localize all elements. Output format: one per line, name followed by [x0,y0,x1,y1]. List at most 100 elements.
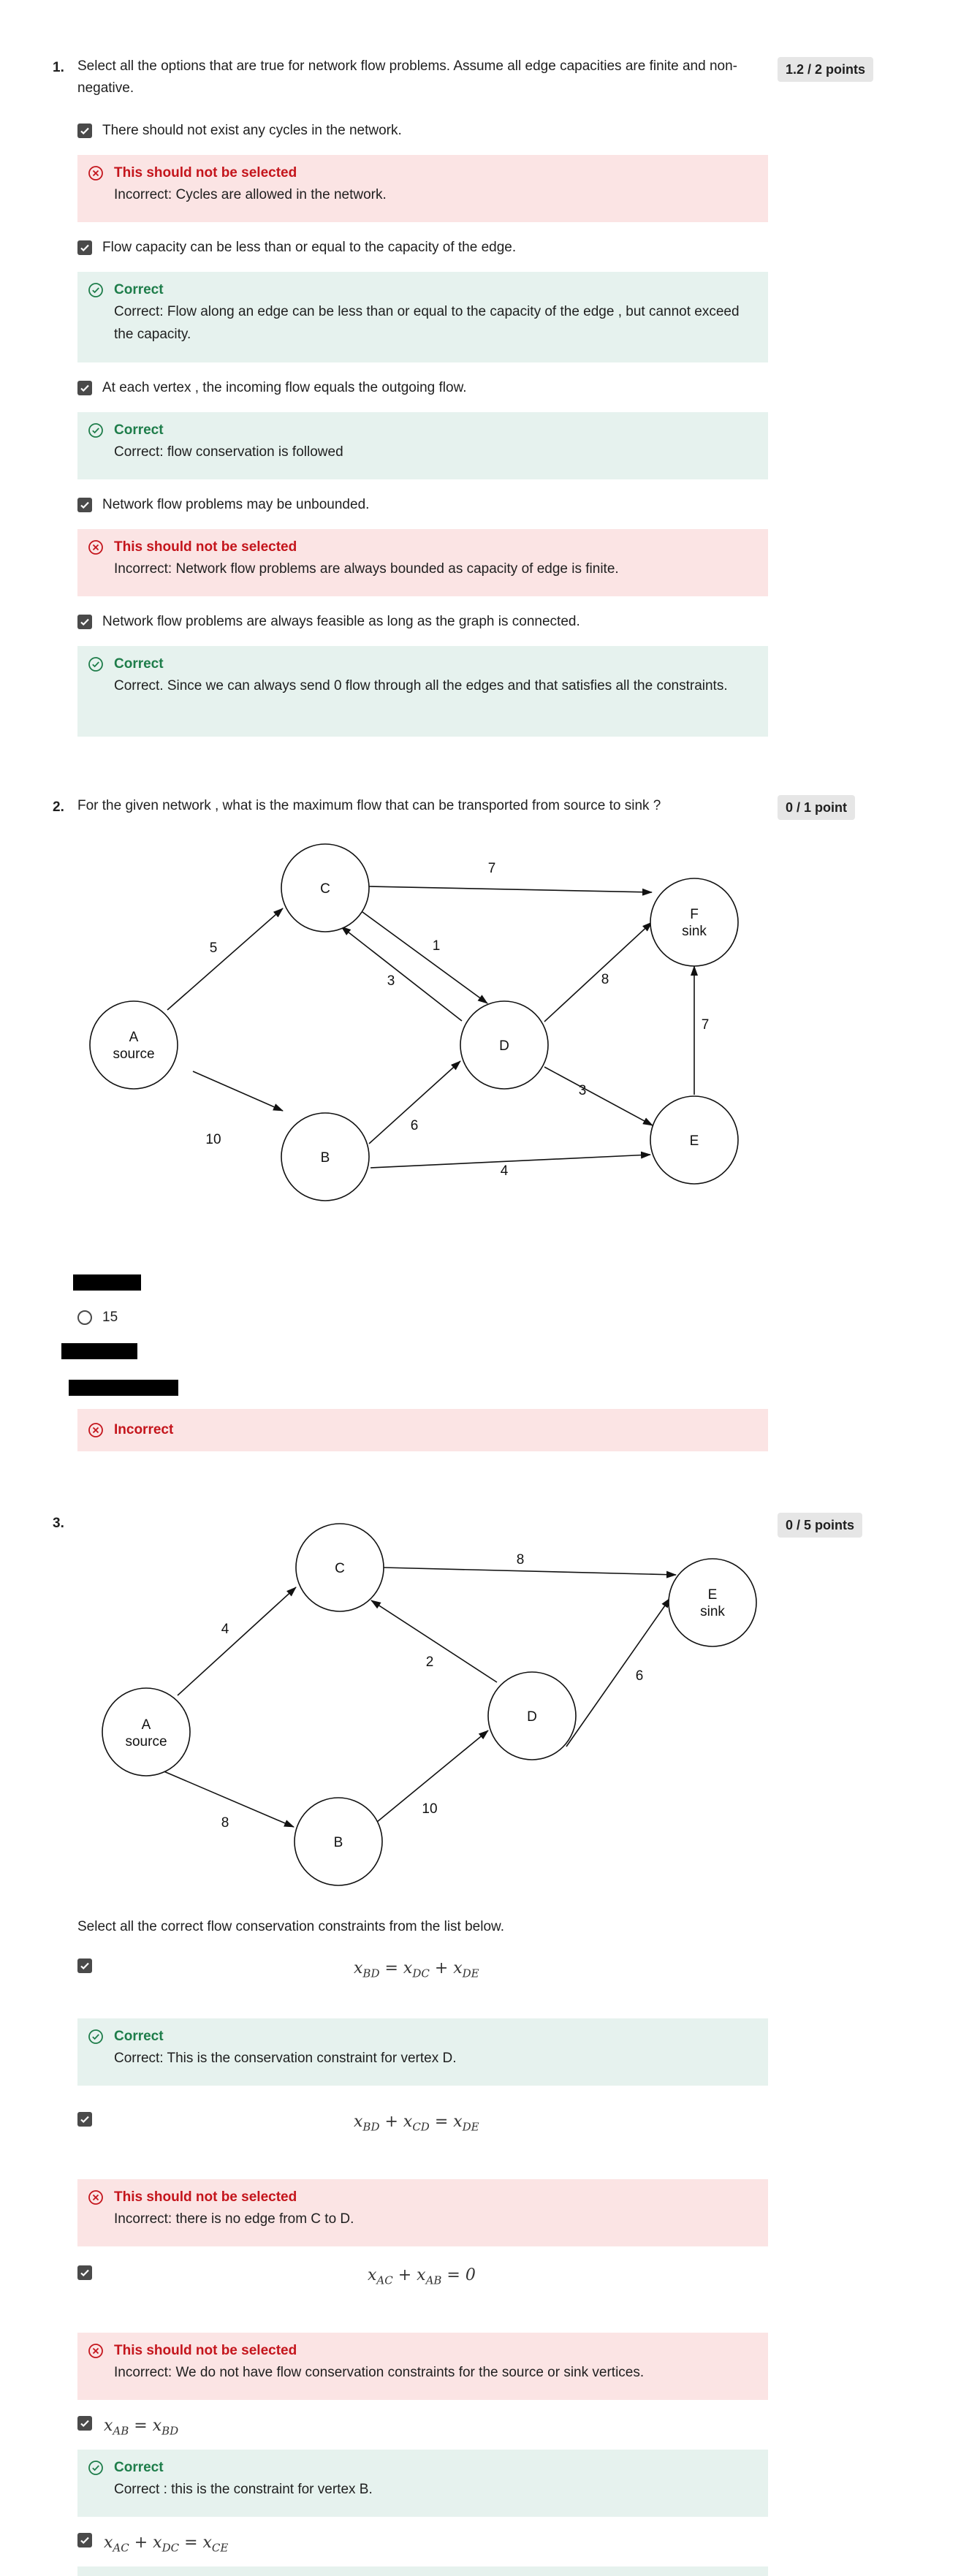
checkbox[interactable] [77,2533,92,2547]
equation: xAC + xAB = 0 [368,2266,476,2287]
check-circle-icon [88,657,103,672]
feedback-panel [77,2566,768,2576]
x-circle-icon [88,2190,103,2205]
graph-edge [177,1587,297,1696]
checkmark-icon [80,2116,89,2124]
feedback-title: Correct [114,422,164,438]
feedback-panel: Correct Correct: Flow along an edge can … [77,272,768,362]
checkbox[interactable] [77,240,92,256]
graph-node [650,1095,739,1185]
feedback-message: Correct: This is the conservation constr… [114,2051,457,2067]
checkmark-icon [80,2420,89,2428]
graph-edge [383,1567,677,1578]
graph-node [294,1797,383,1886]
edge-capacity: 8 [221,1815,229,1831]
feedback-panel: This should not be selected Incorrect: C… [77,155,768,222]
graph-node [668,1558,757,1647]
feedback-panel: Correct Correct: This is the conservatio… [77,2018,768,2086]
graph-edge [372,1730,489,1826]
edge-capacity: 1 [433,938,441,954]
answer-option[interactable]: There should not exist any cycles in the… [77,120,402,142]
node-label: B [334,1835,343,1850]
node-label: E [708,1587,718,1603]
checkbox[interactable] [77,381,92,396]
feedback-message: Correct. Since we can always send 0 flow… [114,678,728,694]
checkmark-icon [80,2537,89,2545]
network-graph: A source C B D F sink E 5 10 7 1 3 6 4 8… [89,843,739,1201]
node-sublabel: sink [682,924,707,939]
edge-capacity: 3 [387,973,395,989]
check-circle-icon [88,423,103,438]
checkmark-icon [80,384,89,392]
checkbox[interactable] [77,2265,92,2280]
x-circle-icon [88,166,103,181]
checkmark-icon [80,2269,89,2277]
graph-node [487,1671,577,1760]
option-label: Network flow problems may be unbounded. [102,497,370,512]
checkbox[interactable] [77,124,92,139]
graph-node [102,1687,191,1777]
answer-option[interactable]: At each vertex , the incoming flow equal… [77,377,467,399]
graph-edge [370,1600,498,1683]
node-label: F [690,907,699,922]
edge-capacity: 8 [517,1552,525,1568]
checkbox[interactable] [77,615,92,630]
edge-capacity: 4 [501,1163,509,1179]
node-sublabel: source [113,1046,154,1062]
feedback-panel: This should not be selected Incorrect: t… [77,2179,768,2246]
node-label: E [690,1133,699,1149]
question-number: 1. [53,60,64,75]
edge-capacity: 6 [411,1118,419,1133]
check-circle-icon [88,2461,103,2475]
question-prompt: Select all the correct flow conservation… [77,1919,504,1934]
option-label: At each vertex , the incoming flow equal… [102,380,467,395]
checkbox[interactable] [77,1958,92,1973]
equation: xBD + xCD = xDE [354,2113,479,2134]
feedback-title: Correct [114,2029,164,2044]
checkmark-icon [80,244,89,252]
graph-node [281,1112,370,1201]
graph-node [460,1000,549,1090]
answer-option[interactable]: Network flow problems may be unbounded. [77,494,369,516]
feedback-message: Incorrect: Network flow problems are alw… [114,561,619,577]
answer-option[interactable]: 15 [77,1307,118,1329]
edge-capacity: 3 [579,1083,587,1098]
checkmark-icon [80,501,89,509]
check-circle-icon [88,283,103,297]
x-circle-icon [88,1423,103,1437]
edge-capacity: 2 [426,1654,434,1670]
node-label: A [142,1717,151,1733]
answer-option[interactable]: Flow capacity can be less than or equal … [77,237,516,259]
graph-edge [156,1768,294,1828]
edge-capacity: 8 [601,972,609,987]
feedback-title: This should not be selected [114,2189,297,2205]
radio-button[interactable] [77,1310,92,1326]
checkbox[interactable] [77,2416,92,2431]
checkbox[interactable] [77,2112,92,2127]
redaction-bar [61,1343,137,1359]
node-label: D [527,1709,537,1725]
feedback-message: Incorrect: there is no edge from C to D. [114,2211,354,2227]
option-label: 15 [102,1310,118,1325]
graph-edge [362,911,488,1004]
question-prompt: For the given network , what is the maxi… [77,798,661,813]
edge-capacity: 4 [221,1622,229,1637]
question-number: 2. [53,799,64,815]
equation: xAC + xDC = xCE [104,2534,229,2555]
feedback-panel: This should not be selected Incorrect: W… [77,2333,768,2400]
equation: xBD = xDC + xDE [354,1959,479,1980]
graph-edge [566,1597,671,1747]
graph-edge [341,926,463,1022]
edge-capacity: 6 [636,1668,644,1684]
option-label: Network flow problems are always feasibl… [102,614,580,629]
answer-option[interactable]: Network flow problems are always feasibl… [77,611,580,633]
checkmark-icon [80,127,89,135]
option-label: There should not exist any cycles in the… [102,123,402,138]
network-graph: A source C B D E sink 4 8 8 2 10 6 [102,1523,757,1886]
question-number: 3. [53,1516,64,1531]
feedback-title: This should not be selected [114,165,297,181]
checkbox[interactable] [77,498,92,513]
edge-capacity: 5 [210,941,218,956]
graph-node [650,878,739,967]
feedback-panel: Incorrect [77,1409,768,1451]
